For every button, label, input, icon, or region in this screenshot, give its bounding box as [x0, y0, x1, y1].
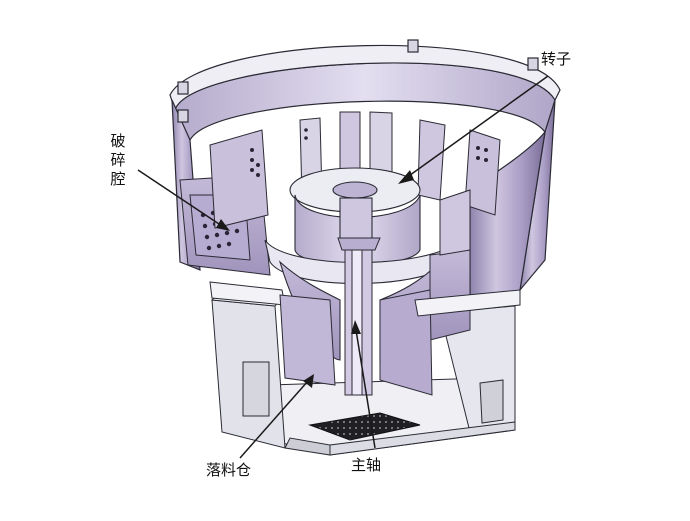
main-shaft-arrow — [351, 320, 376, 449]
back-plates — [299, 111, 501, 216]
discharge-bin-arrow — [239, 374, 314, 459]
left-shelf — [209, 281, 336, 386]
main-shaft-label: 主轴 — [351, 456, 382, 474]
crushing-chamber-arrow — [137, 169, 230, 231]
right-panels — [379, 189, 521, 396]
crushing-chamber-label: 破碎腔 — [110, 132, 126, 188]
base-frame — [210, 291, 516, 456]
crushing-chamber-panel — [179, 129, 271, 276]
discharge-bin-label: 落料仓 — [206, 461, 252, 479]
annotation-arrows — [137, 75, 549, 459]
discharge-grate — [308, 412, 421, 441]
rotor-label: 转子 — [541, 50, 572, 68]
rotor-arrow — [398, 75, 549, 184]
main-shaft — [337, 237, 381, 396]
